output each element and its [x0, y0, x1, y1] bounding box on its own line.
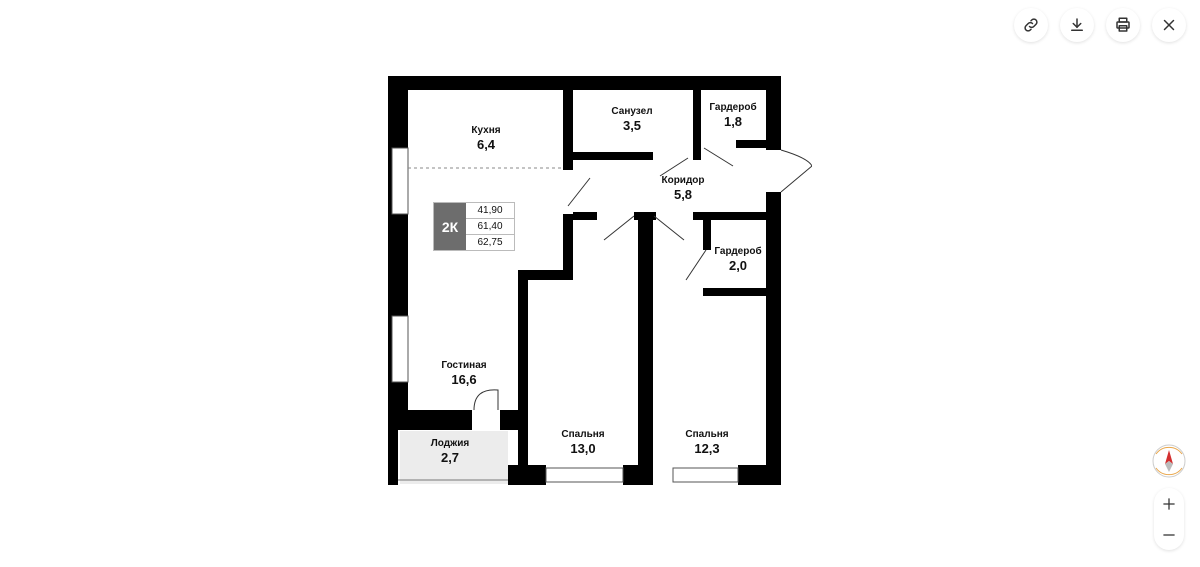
viewer-toolbar — [1014, 8, 1186, 42]
door-bedroom2 — [653, 215, 685, 241]
close-button[interactable] — [1152, 8, 1186, 42]
apartment-summary-badge: 2К 41,90 61,40 62,75 — [433, 202, 515, 251]
room-wardrobe-2: Гардероб 2,0 — [714, 245, 761, 274]
room-wardrobe-1: Гардероб 1,8 — [709, 101, 756, 130]
floor-plan: 2К 41,90 61,40 62,75 Кухня 6,4 Санузел 3… — [388, 76, 813, 486]
room-area: 6,4 — [476, 137, 496, 152]
wall-right-upper — [766, 76, 781, 150]
zoom-in-button[interactable] — [1154, 488, 1184, 519]
door-bath — [659, 157, 689, 177]
wall-corridor-top — [573, 212, 597, 220]
plus-icon — [1163, 497, 1175, 510]
door-bedroom1 — [603, 215, 635, 241]
zoom-controls — [1154, 488, 1184, 550]
print-button[interactable] — [1106, 8, 1140, 42]
close-icon — [1163, 19, 1175, 31]
wall-ward2-bottom — [703, 288, 766, 296]
room-area: 13,0 — [570, 441, 596, 456]
wall-ward2-left — [703, 220, 711, 250]
minus-icon — [1163, 533, 1175, 536]
download-button[interactable] — [1060, 8, 1094, 42]
room-corridor: Коридор 5,8 — [661, 174, 704, 203]
download-icon — [1071, 18, 1083, 31]
room-name: Гардероб — [709, 102, 757, 113]
door-loggia — [473, 389, 499, 411]
apartment-type: 2К — [434, 203, 466, 250]
area-with-loggia-value: 62,75 — [477, 237, 503, 248]
room-living: Гостиная 16,6 — [441, 359, 486, 388]
link-icon — [1024, 18, 1038, 32]
room-kitchen: Кухня 6,4 — [471, 124, 500, 153]
wall-bedroom1-step — [518, 270, 568, 280]
wall-bottom-3 — [738, 465, 781, 485]
wall-right-lower — [766, 192, 781, 485]
wall-corridor-top-3 — [693, 212, 766, 220]
room-area: 1,8 — [723, 114, 743, 129]
wall-corridor-top-2 — [634, 212, 656, 220]
wall-bedroom-divider — [638, 212, 653, 485]
door-ward2 — [685, 249, 707, 281]
room-name: Санузел — [611, 106, 653, 117]
floor-plan-drawing — [388, 76, 813, 485]
window-left-2 — [391, 315, 409, 383]
room-name: Лоджия — [430, 438, 470, 449]
room-area: 16,6 — [451, 372, 477, 387]
room-loggia: Лоджия 2,7 — [431, 437, 469, 466]
wall-bath-bottom — [573, 152, 653, 160]
door-kitchen — [567, 177, 591, 207]
wall-kitchen-right — [563, 90, 573, 170]
door-ward1 — [703, 147, 734, 167]
wall-bedroom1-left — [518, 270, 528, 485]
compass-icon — [1152, 444, 1186, 478]
window-bottom-2 — [672, 467, 739, 483]
wall-bath-right — [693, 90, 701, 160]
window-left-1 — [391, 147, 409, 215]
room-name: Кухня — [471, 125, 501, 136]
room-area: 2,0 — [728, 258, 748, 273]
room-name: Коридор — [661, 175, 705, 186]
total-area-value: 61,40 — [466, 219, 514, 235]
room-name: Спальня — [685, 429, 729, 440]
room-name: Гостиная — [441, 360, 487, 371]
loggia-area — [400, 431, 508, 484]
area-values: 41,90 61,40 62,75 — [466, 203, 514, 250]
door-entrance — [780, 149, 813, 193]
wall-bedroom1-step2 — [563, 214, 573, 280]
wall-ward1-bottom — [736, 140, 766, 148]
room-name: Спальня — [561, 429, 605, 440]
room-area: 12,3 — [694, 441, 720, 456]
room-bedroom-2: Спальня 12,3 — [685, 428, 728, 457]
compass-button[interactable] — [1150, 442, 1188, 480]
room-name: Гардероб — [714, 246, 762, 257]
copy-link-button[interactable] — [1014, 8, 1048, 42]
living-area-value: 41,90 — [466, 203, 514, 219]
room-area: 2,7 — [440, 450, 460, 465]
printer-icon — [1116, 17, 1130, 32]
room-bathroom: Санузел 3,5 — [611, 105, 652, 134]
window-bottom-1 — [545, 467, 624, 483]
zoom-out-button[interactable] — [1154, 519, 1184, 550]
wall-top — [388, 76, 781, 90]
room-area: 5,8 — [673, 187, 693, 202]
wall-living-loggia — [388, 410, 472, 430]
room-area: 3,5 — [622, 118, 642, 133]
wall-loggia-edge — [388, 430, 398, 485]
room-bedroom-1: Спальня 13,0 — [561, 428, 604, 457]
